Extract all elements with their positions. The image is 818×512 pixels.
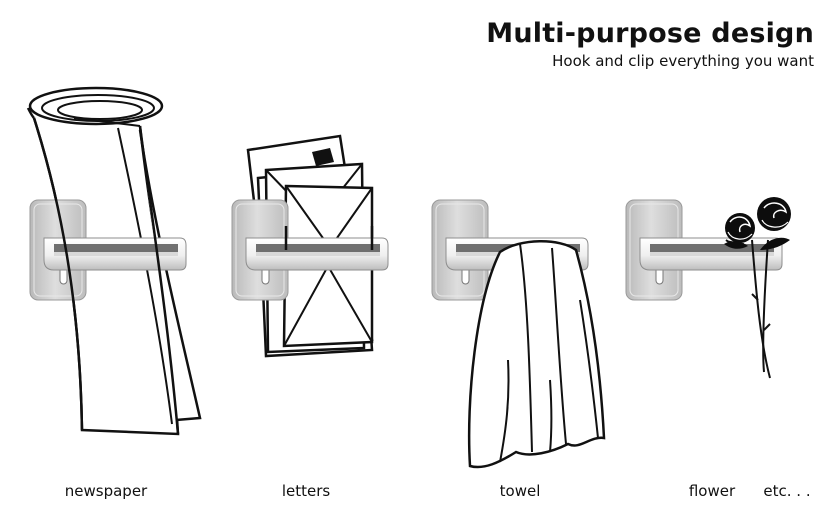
hook-newspaper <box>29 117 187 435</box>
caption-letters: letters <box>281 482 331 500</box>
caption-towel: towel <box>499 482 541 500</box>
caption-flower: flower <box>688 482 736 500</box>
towel-illustration <box>467 240 606 469</box>
caption-etc: etc. . . <box>763 482 811 500</box>
hook-letters <box>231 199 389 301</box>
page-title: Multi-purpose design <box>486 18 814 49</box>
newspaper-illustration <box>26 86 202 436</box>
page-subtitle: Hook and clip everything you want <box>552 52 814 70</box>
caption-newspaper: newspaper <box>64 482 148 500</box>
flower-illustration <box>724 197 791 379</box>
